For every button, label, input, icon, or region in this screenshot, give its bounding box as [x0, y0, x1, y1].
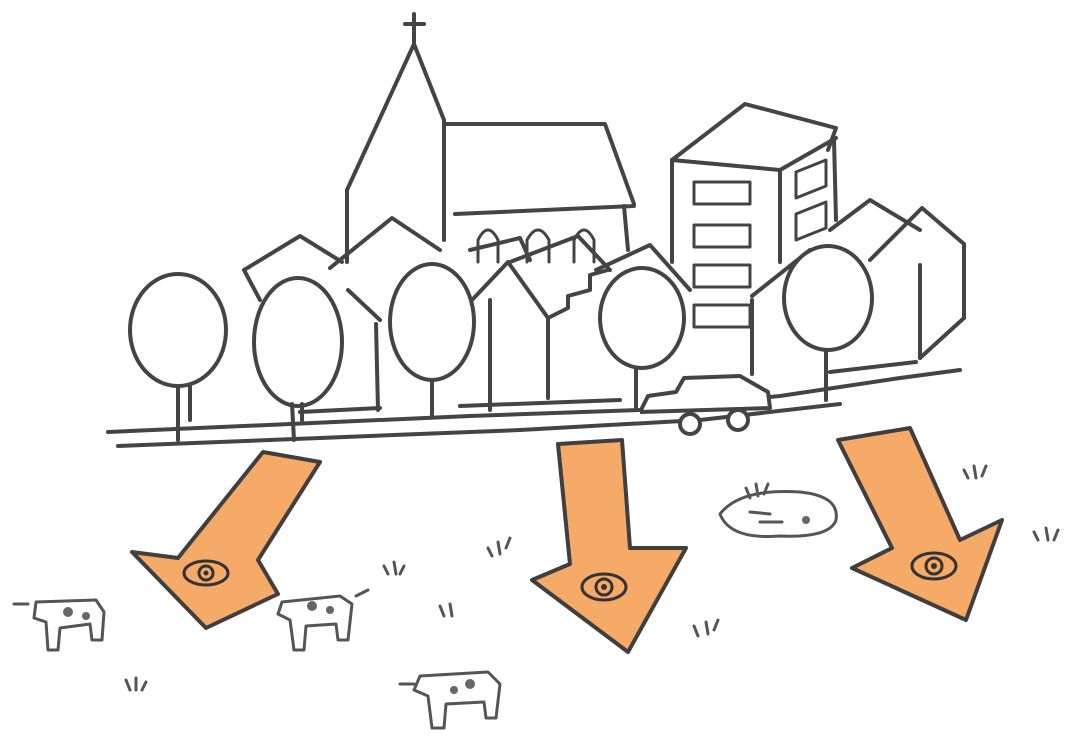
cow-lying: [720, 491, 836, 536]
car: [640, 376, 770, 434]
church: [347, 14, 634, 262]
eye-icon: [912, 553, 956, 579]
cow-bottom: [400, 672, 500, 728]
street: [108, 370, 960, 446]
viewpoint-arrow-middle: [532, 440, 686, 652]
cow-middle: [278, 590, 368, 650]
cow-left: [14, 600, 104, 650]
eye-icon: [582, 574, 626, 600]
trees: [130, 246, 872, 440]
viewpoint-arrow-right: [838, 428, 1002, 620]
eye-icon: [184, 561, 228, 585]
